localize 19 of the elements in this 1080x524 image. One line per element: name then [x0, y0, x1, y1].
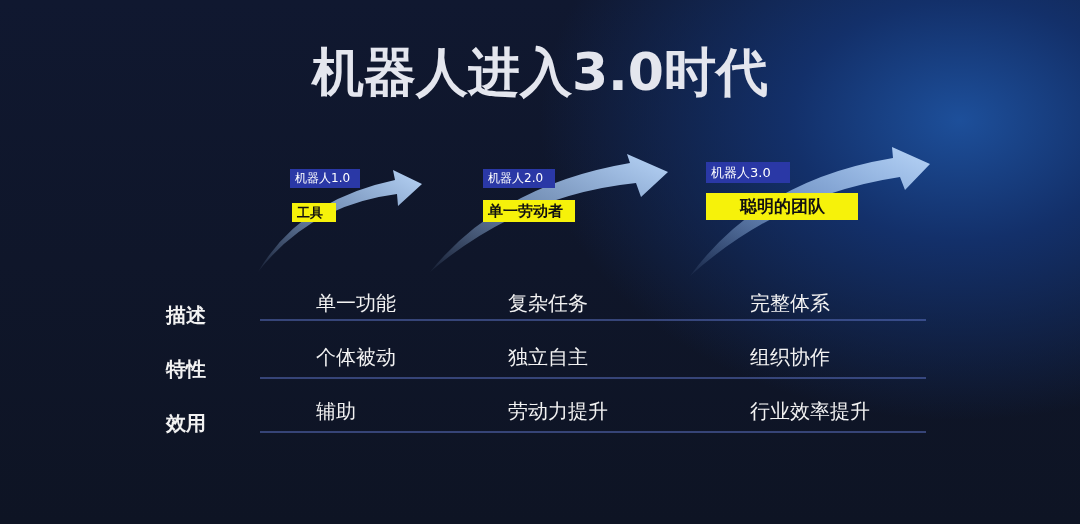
- role-badge: 单一劳动者: [483, 200, 575, 222]
- row-header: 特性: [166, 356, 206, 383]
- role-badge: 聪明的团队: [706, 193, 858, 220]
- role-badge: 工具: [292, 203, 336, 222]
- table-cell: 独立自主: [508, 344, 588, 371]
- table-cell: 辅助: [316, 398, 356, 425]
- table-cell: 个体被动: [316, 344, 396, 371]
- table-cell: 劳动力提升: [508, 398, 608, 425]
- table-cell: 复杂任务: [508, 290, 588, 317]
- row-header: 描述: [166, 302, 206, 329]
- version-badge: 机器人3.0: [706, 162, 790, 183]
- version-badge: 机器人1.0: [290, 169, 360, 188]
- table-cell: 完整体系: [750, 290, 830, 317]
- table-cell: 组织协作: [750, 344, 830, 371]
- title: 机器人进入3.0时代: [310, 41, 770, 104]
- table-cell: 行业效率提升: [750, 398, 870, 425]
- table-cell: 单一功能: [316, 290, 396, 317]
- version-badge: 机器人2.0: [483, 169, 555, 188]
- row-header: 效用: [166, 410, 206, 437]
